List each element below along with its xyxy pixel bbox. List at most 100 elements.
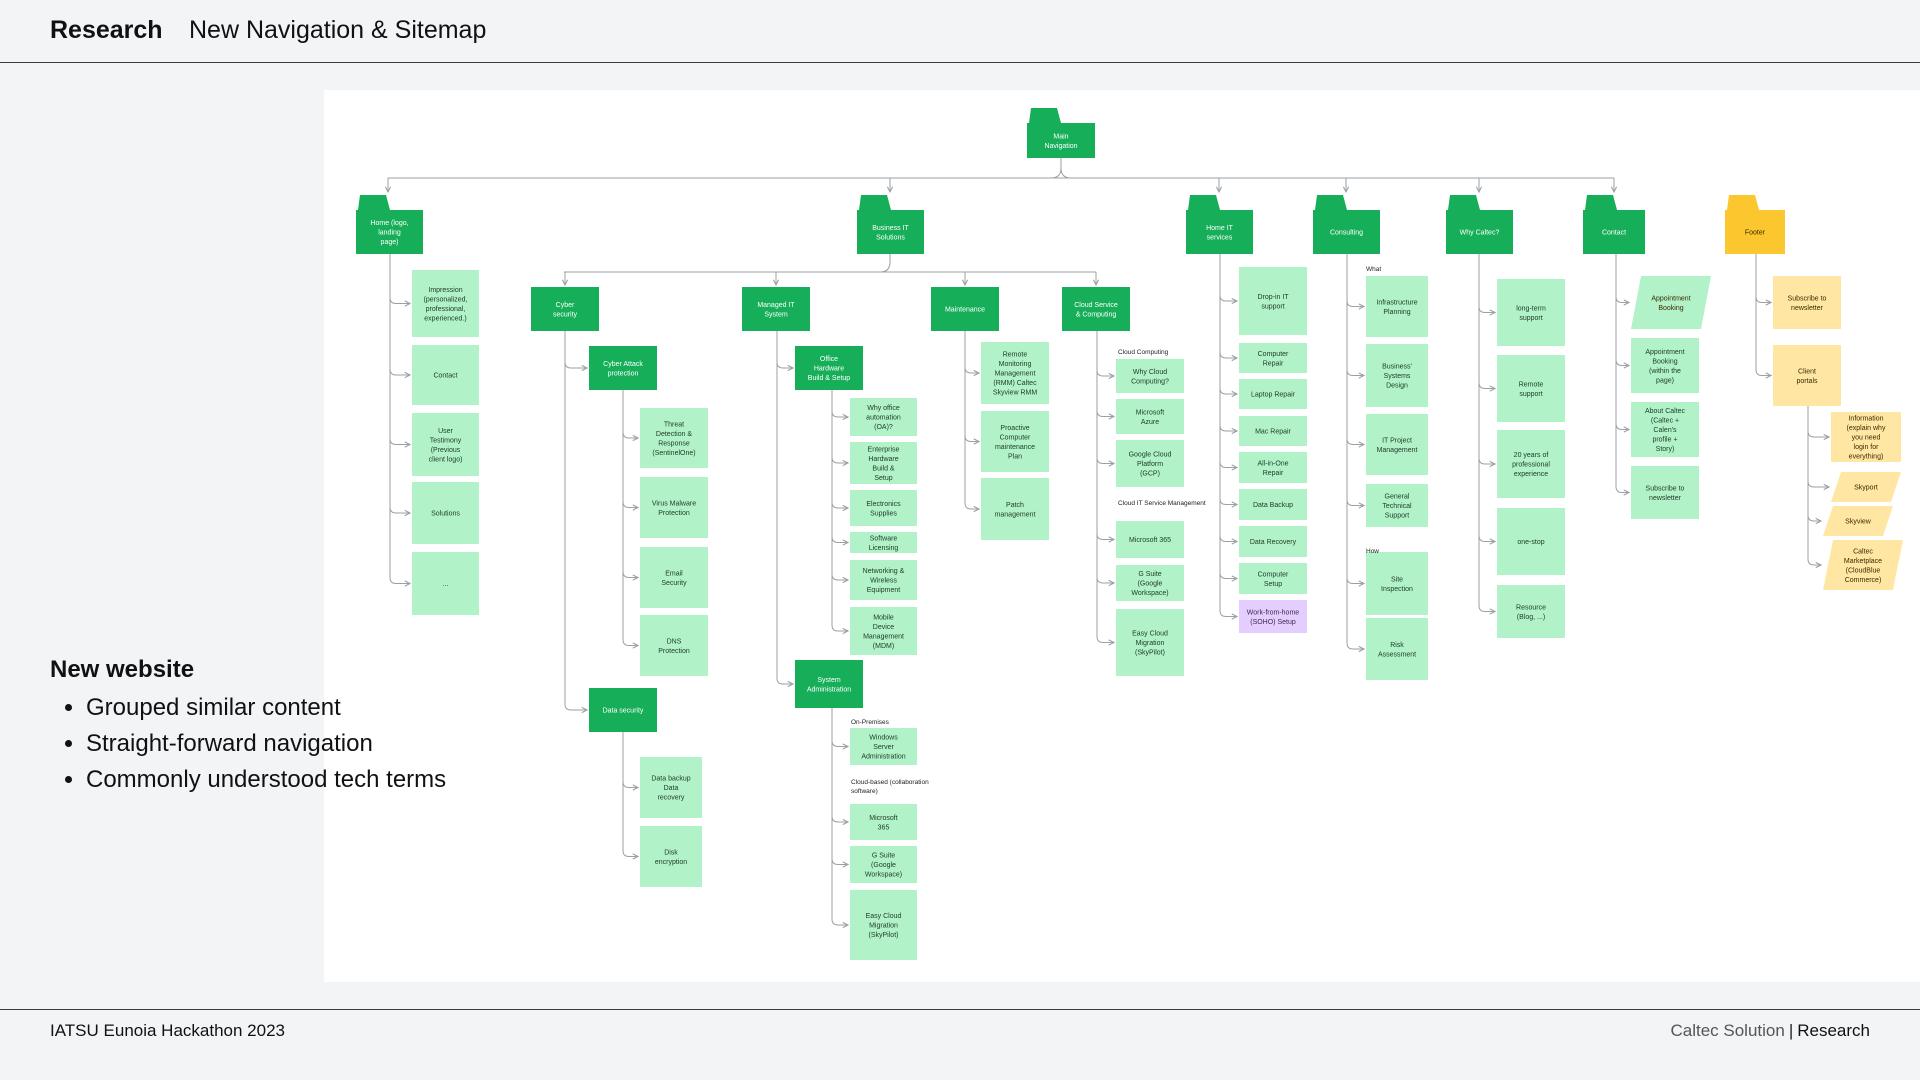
side-note: New website Grouped similar content Stra… [50,656,446,798]
home-it-item-work-from-home-soho-setup: Work-from-home(SOHO) Setup [1239,600,1307,633]
footer-brand: Caltec Solution|Research [1670,1021,1870,1041]
section-label: Research [50,16,163,44]
footer-separator: | [1788,1021,1794,1040]
folder-node-contact: Contact [1583,195,1645,254]
side-note-bullet: Grouped similar content [86,690,446,726]
page-title: New Navigation & Sitemap [189,16,487,44]
subcategory-cloud-service-computing: Cloud Service& Computing [1062,287,1130,331]
folder-node-consulting: Consulting [1313,195,1380,254]
footer-event: IATSU Eunoia Hackathon 2023 [50,1021,285,1040]
home-it-item-mac-repair: Mac Repair [1239,416,1307,446]
node-label: Skyview [1845,519,1872,526]
node-label: Contact [1602,230,1626,237]
node-label: Mac Repair [1255,429,1291,436]
group-data-security: Data security [589,688,657,732]
node-label: Solutions [431,511,460,518]
node-label: Data Recovery [1250,539,1297,546]
parallelogram-node-skyview: Skyview [1823,506,1893,536]
folder-node-footer: Footer [1725,195,1785,254]
why-caltec-item-resource-blog: Resource(Blog, ...) [1497,585,1565,638]
node-label: Work-from-home(SOHO) Setup [1247,609,1299,626]
annotation-label: On-Premises [851,719,890,726]
home-it-item-data-recovery: Data Recovery [1239,526,1307,557]
annotation-label: Cloud IT Service Management [1118,500,1206,507]
home-it-item-data-backup: Data Backup [1239,489,1307,520]
header: Research New Navigation & Sitemap [0,0,1920,63]
side-note-list: Grouped similar content Straight-forward… [50,690,446,798]
annotation-label: What [1366,266,1381,273]
node-label: Consulting [1330,230,1363,237]
annotation-label: How [1366,548,1379,555]
why-caltec-item-one-stop: one-stop [1497,508,1565,575]
node-label: Cloud Service& Computing [1074,302,1118,319]
side-note-heading: New website [50,656,195,683]
footer-company: Caltec Solution [1670,1021,1785,1040]
